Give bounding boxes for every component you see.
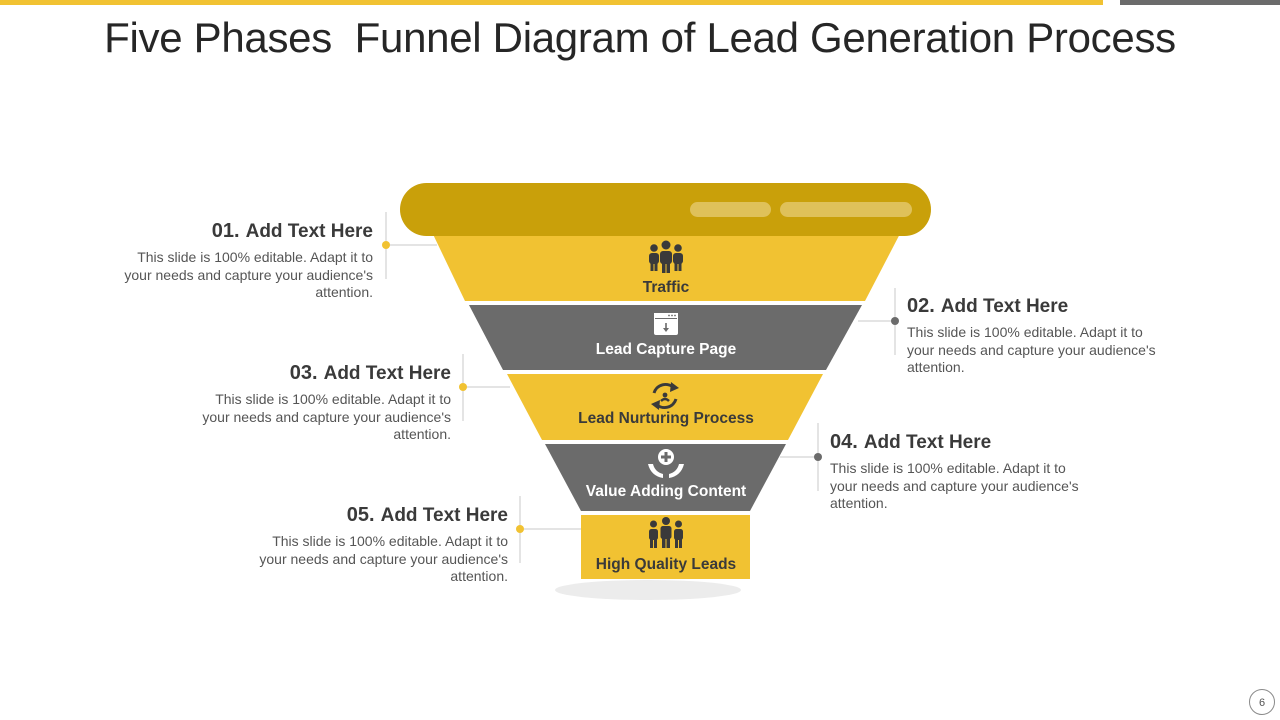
step-03: 03.Add Text Here This slide is 100% edit… [191, 362, 451, 444]
connector-2 [858, 288, 899, 355]
segment-label-value-adding: Value Adding Content [585, 483, 747, 500]
connector-5 [516, 496, 581, 563]
step-heading: 01.Add Text Here [113, 220, 373, 243]
refresh-cycle-icon [651, 382, 679, 410]
step-number: 02. [907, 295, 935, 317]
step-title: Add Text Here [863, 432, 992, 453]
step-number: 01. [211, 220, 240, 242]
hands-plus-icon [648, 449, 684, 478]
step-04: 04.Add Text Here This slide is 100% edit… [830, 431, 1090, 513]
step-title: Add Text Here [323, 363, 451, 384]
connector-3 [459, 354, 510, 421]
funnel-segment-2 [469, 305, 862, 370]
step-heading: 05.Add Text Here [248, 504, 508, 527]
top-accent-bar [0, 0, 1103, 5]
step-description: This slide is 100% editable. Adapt it to… [124, 249, 373, 300]
segment-label-lead-capture: Lead Capture Page [595, 341, 737, 358]
connector-1 [382, 212, 437, 279]
rim-highlight-1 [690, 202, 771, 217]
segment-label-traffic: Traffic [642, 279, 690, 296]
segment-label-lead-nurturing: Lead Nurturing Process [578, 410, 754, 427]
step-title: Add Text Here [380, 505, 508, 526]
step-05: 05.Add Text Here This slide is 100% edit… [248, 504, 508, 586]
step-number: 04. [830, 431, 858, 453]
step-title: Add Text Here [940, 296, 1069, 317]
step-heading: 04.Add Text Here [830, 431, 1090, 454]
connector-4 [780, 423, 822, 491]
step-description: This slide is 100% editable. Adapt it to… [830, 460, 1079, 511]
download-window-icon [654, 313, 678, 335]
page-title: Five Phases Funnel Diagram of Lead Gener… [104, 14, 1176, 61]
page-number: 6 [1249, 689, 1275, 715]
step-description: This slide is 100% editable. Adapt it to… [907, 324, 1156, 375]
segment-label-high-quality: High Quality Leads [595, 556, 737, 573]
funnel-rim [400, 183, 931, 236]
step-01: 01.Add Text Here This slide is 100% edit… [113, 220, 373, 302]
step-heading: 03.Add Text Here [191, 362, 451, 385]
step-description: This slide is 100% editable. Adapt it to… [259, 533, 508, 584]
step-number: 03. [289, 362, 318, 384]
step-heading: 02.Add Text Here [907, 295, 1167, 318]
step-title: Add Text Here [245, 221, 373, 242]
rim-highlight-2 [780, 202, 912, 217]
team-icon [649, 240, 683, 273]
funnel-segment-4 [545, 444, 786, 511]
step-02: 02.Add Text Here This slide is 100% edit… [907, 295, 1167, 377]
top-accent-bar-gray [1120, 0, 1280, 5]
leaders-icon [649, 517, 683, 548]
step-number: 05. [346, 504, 375, 526]
funnel-shadow [555, 580, 741, 600]
step-description: This slide is 100% editable. Adapt it to… [202, 391, 451, 442]
